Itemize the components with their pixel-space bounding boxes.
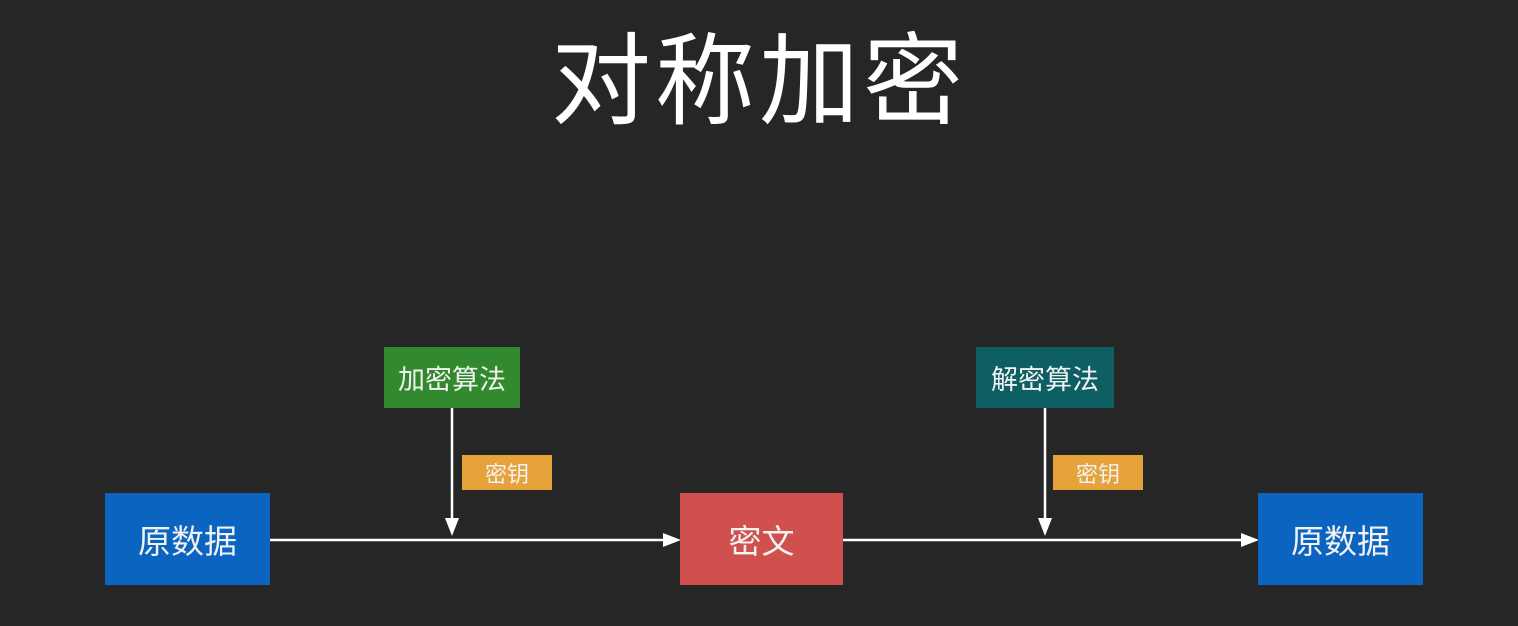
arrow-decrypt-to-flow	[1038, 408, 1052, 536]
slide-title: 对称加密	[551, 26, 967, 138]
node-encrypt-algorithm: 加密算法	[384, 347, 520, 408]
node-decrypt-key: 密钥	[1053, 455, 1143, 490]
node-cipher-text: 密文	[680, 493, 843, 585]
arrow-cipher-to-restored	[843, 533, 1259, 547]
arrow-encrypt-to-flow	[445, 408, 459, 536]
node-source-data: 原数据	[105, 493, 270, 585]
node-restored-data: 原数据	[1258, 493, 1423, 585]
arrow-head	[1038, 518, 1052, 536]
arrow-head	[1241, 533, 1259, 547]
arrow-source-to-cipher	[270, 533, 681, 547]
arrow-head	[445, 518, 459, 536]
node-encrypt-key: 密钥	[462, 455, 552, 490]
arrow-head	[663, 533, 681, 547]
node-decrypt-algorithm: 解密算法	[976, 347, 1114, 408]
